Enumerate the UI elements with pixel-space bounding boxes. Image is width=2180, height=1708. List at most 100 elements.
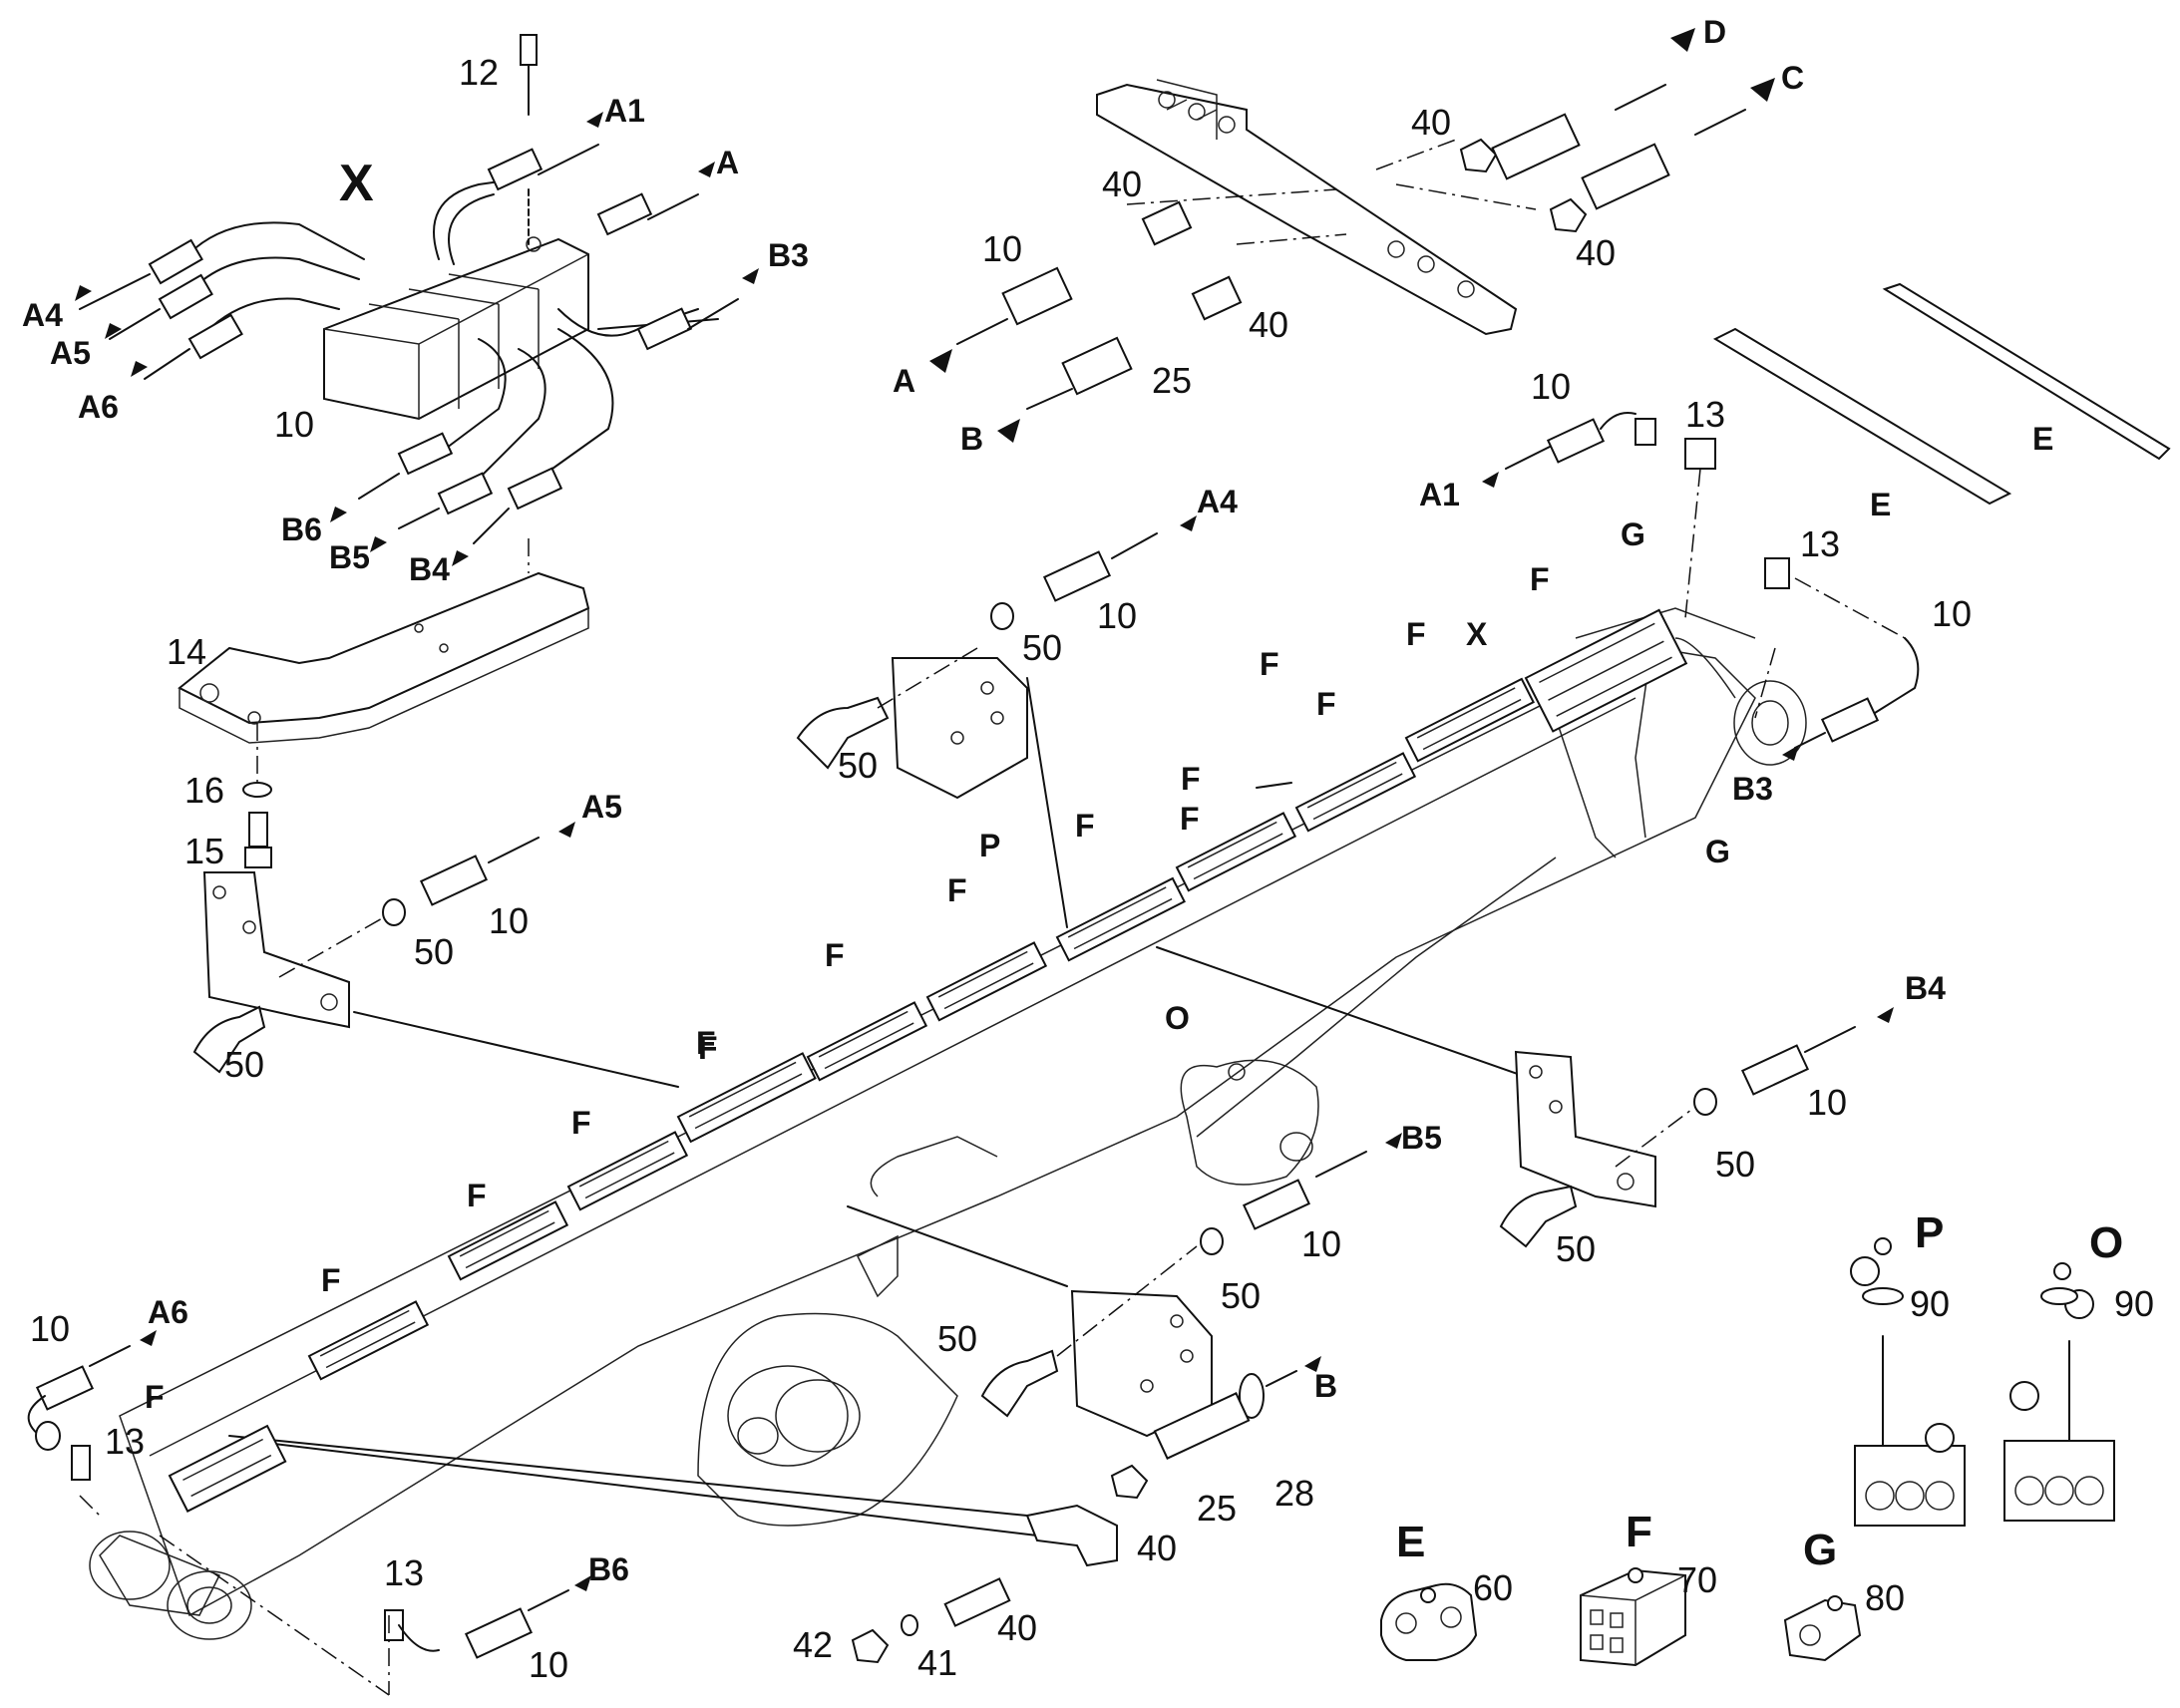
e-clip-strips [1712, 282, 2171, 506]
top-right-guide-lines [1126, 139, 1537, 245]
label-13-b6: 13 [384, 1552, 425, 1593]
label-p-boom: P [979, 828, 1001, 863]
label-14: 14 [167, 631, 207, 672]
label-13-a6: 13 [105, 1421, 146, 1462]
label-o-detail: O [2089, 1218, 2124, 1267]
label-a5-left: A5 [50, 335, 91, 371]
label-a6-bottom-left: A6 [148, 1294, 188, 1330]
label-50-a4a: 50 [1022, 627, 1063, 668]
label-40-b: 40 [1102, 164, 1143, 204]
f-clamp-rows [168, 608, 1688, 1513]
valve-block-x [323, 236, 589, 421]
label-13-b3: 13 [1800, 523, 1841, 564]
label-10-block: 10 [274, 404, 315, 445]
label-10-a5: 10 [489, 900, 530, 941]
cylinder-mount-lug [697, 1136, 998, 1527]
label-50-b4b: 50 [1556, 1228, 1597, 1269]
label-g-1: G [1621, 516, 1645, 552]
label-f-detail: F [1626, 1508, 1652, 1556]
label-42: 42 [793, 1624, 834, 1665]
label-a-arrow: A [893, 363, 916, 399]
detail-o-clamp [2003, 1262, 2115, 1522]
label-e-1: E [1870, 487, 1892, 522]
label-15: 15 [184, 831, 225, 871]
valve-block-pipe-stubs [79, 144, 739, 544]
label-p-detail: P [1915, 1208, 1945, 1257]
label-b-arrow: B [960, 421, 984, 457]
o-clamp-housing [1180, 1059, 1319, 1186]
label-a4-left: A4 [22, 297, 63, 333]
label-10-b4: 10 [1807, 1082, 1848, 1123]
label-f-boom: F [947, 872, 967, 908]
label-b6-bottom-left: B6 [588, 1551, 629, 1587]
label-a4-mid: A4 [1197, 484, 1238, 519]
label-a5-mid: A5 [581, 789, 622, 825]
label-f-boom: F [145, 1379, 165, 1415]
label-g-2: G [1705, 834, 1730, 869]
label-40-a: 40 [1411, 102, 1452, 143]
label-b-lower: B [1314, 1368, 1338, 1404]
label-x-title: X [339, 155, 374, 212]
label-16: 16 [184, 770, 225, 811]
label-f-boom: F [571, 1105, 591, 1141]
label-10-b3: 10 [1932, 593, 1973, 634]
label-g-detail: G [1803, 1526, 1838, 1574]
label-f-boom: F [698, 1030, 718, 1066]
boom-connection-lines [228, 677, 1527, 1537]
top-right-manifold-bar [1096, 79, 1518, 336]
label-50-b5b: 50 [937, 1318, 978, 1359]
fittings-b4 [1499, 1026, 1856, 1248]
label-b6-mid: B6 [281, 512, 322, 547]
label-f-boom: F [1530, 561, 1550, 597]
label-50-a5a: 50 [414, 931, 455, 972]
label-b4-right: B4 [1905, 970, 1946, 1006]
label-f-boom: F [1406, 616, 1426, 652]
label-40-c: 40 [1576, 232, 1617, 273]
label-f-boom: F [1180, 801, 1200, 837]
label-f-boom: F [1181, 761, 1201, 797]
label-f-boom: F [825, 937, 845, 973]
label-e-2: E [2032, 421, 2054, 457]
label-b4-mid: B4 [409, 551, 450, 587]
valve-block-fittings [148, 148, 693, 515]
label-70: 70 [1677, 1559, 1718, 1600]
label-50-a5b: 50 [224, 1044, 265, 1085]
label-x-boom: X [1466, 616, 1488, 652]
top-right-fittings [1001, 113, 1670, 396]
label-a1-right: A1 [1419, 477, 1460, 512]
label-f-boom: F [1316, 686, 1336, 722]
detail-f-clamp [1580, 1567, 1686, 1667]
label-90-p: 90 [1910, 1283, 1951, 1324]
fittings-a4 [796, 532, 1158, 800]
label-a6-left: A6 [78, 389, 119, 425]
washer-16-bolt-15 [242, 782, 272, 868]
mounting-plate-14 [178, 538, 590, 783]
label-b5-mid: B5 [329, 539, 370, 575]
fittings-b-lower [851, 1370, 1297, 1664]
label-50-b4a: 50 [1715, 1144, 1756, 1185]
label-90-o: 90 [2114, 1283, 2155, 1324]
label-10-a: 10 [982, 228, 1023, 269]
label-10-b5: 10 [1301, 1223, 1342, 1264]
bolt-12 [520, 34, 538, 245]
boom-lower-pivot [89, 1531, 252, 1640]
direction-arrows [75, 28, 1894, 1591]
label-a-top: A [716, 145, 740, 180]
label-50-b5a: 50 [1221, 1275, 1262, 1316]
label-25-a: 25 [1152, 360, 1193, 401]
label-41: 41 [917, 1642, 958, 1683]
fittings-a6 [27, 1345, 131, 1517]
detail-p-clamp [1850, 1237, 1966, 1527]
label-b3-right: B3 [1732, 771, 1773, 807]
label-60: 60 [1473, 1567, 1514, 1608]
label-40-e: 40 [1137, 1528, 1178, 1568]
label-f-boom: F [1260, 646, 1279, 682]
label-25-b: 25 [1197, 1488, 1238, 1529]
label-28: 28 [1274, 1473, 1315, 1514]
fittings-b5 [980, 1151, 1367, 1438]
label-o-boom: O [1165, 1000, 1190, 1036]
fittings-a1-b3 [1505, 412, 1920, 749]
fittings-b6 [159, 1535, 569, 1696]
label-d-arrow: D [1703, 14, 1727, 50]
